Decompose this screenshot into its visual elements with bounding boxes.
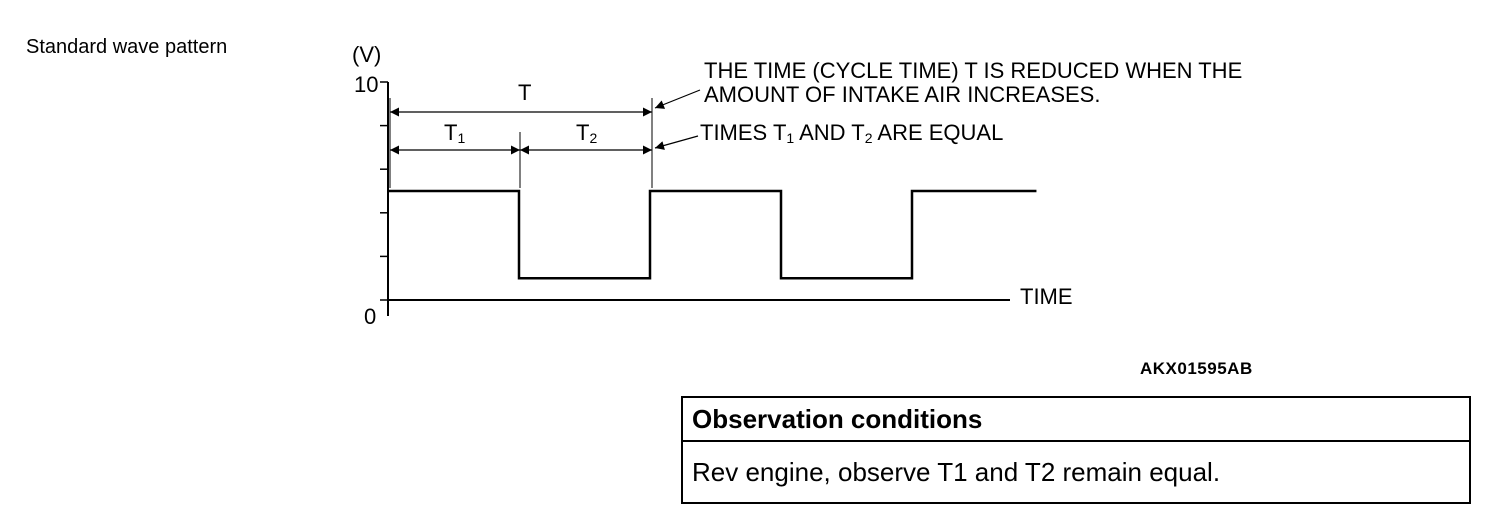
observation-header: Observation conditions [683, 398, 1469, 442]
observation-text: Rev engine, observe T1 and T2 remain equ… [692, 456, 1221, 487]
y-tick-label-10: 10 [354, 72, 378, 97]
equal-leader-arrow [654, 135, 699, 150]
y-tick-label-0: 0 [364, 304, 376, 329]
cycle-annotation-line1: THE TIME (CYCLE TIME) T IS REDUCED WHEN … [704, 58, 1242, 83]
cycle-annotation-line2: AMOUNT OF INTAKE AIR INCREASES. [704, 82, 1100, 107]
x-axis-label: TIME [1020, 284, 1073, 309]
cycle-leader-arrow [654, 89, 701, 109]
series-line-voltage [388, 189, 1037, 280]
equal-annotation: TIMES T1 AND T2 ARE EQUAL [700, 120, 1003, 146]
t2-label: T2 [576, 120, 597, 146]
waveform-chart: (V) 10 0 TIME T T1 T2 THE TIME (CYCLE TI… [352, 42, 1242, 329]
figure-id: AKX01595AB [1140, 359, 1253, 378]
figure-caption: Standard wave pattern [26, 36, 228, 58]
period-label: T [518, 80, 531, 105]
t1-label: T1 [444, 120, 465, 146]
y-unit-label: (V) [352, 42, 381, 67]
observation-table: Observation conditions Rev engine, obser… [681, 396, 1471, 504]
